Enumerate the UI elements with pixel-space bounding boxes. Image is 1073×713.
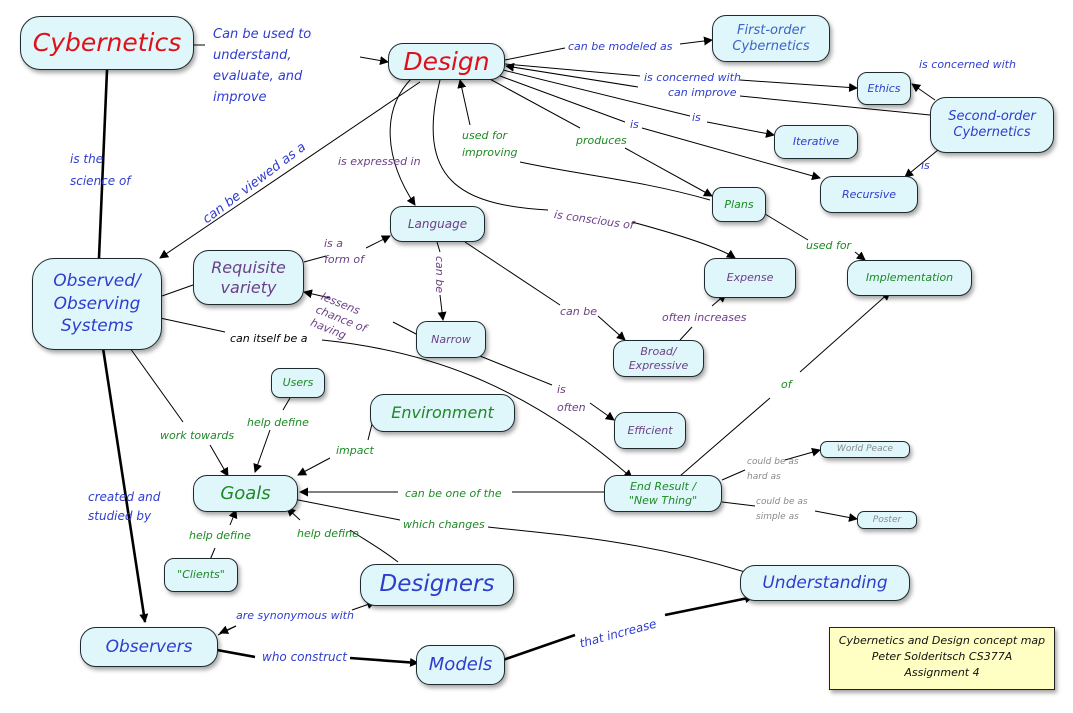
node-efficient[interactable]: Efficient: [614, 412, 686, 449]
link-can-be-used-to: Can be used to understand, evaluate, and…: [213, 27, 312, 106]
node-understanding[interactable]: Understanding: [740, 565, 910, 601]
link-is-recursive: is: [630, 118, 639, 131]
caption-title: Cybernetics and Design concept map: [838, 634, 1046, 647]
link-used-for-improving: used for improving: [462, 129, 518, 160]
node-users[interactable]: Users: [271, 368, 325, 398]
link-is-a-form-of: is a form of: [324, 237, 364, 266]
link-is-often: is often: [557, 383, 586, 414]
link-work-towards: work towards: [160, 429, 235, 442]
link-help-define-users: help define: [247, 416, 309, 429]
node-requisite-variety[interactable]: Requisite variety: [193, 250, 304, 305]
node-second-order-cybernetics[interactable]: Second-order Cybernetics: [930, 97, 1054, 153]
link-used-for: used for: [806, 239, 852, 252]
link-help-define-designers: help define: [297, 527, 359, 540]
link-is-concerned-with-design-ethics: is concerned with: [644, 71, 741, 84]
link-which-changes: which changes: [403, 518, 485, 531]
link-is-iterative: is: [692, 111, 701, 124]
node-observed-observing-systems[interactable]: Observed/ Observing Systems: [32, 258, 162, 350]
link-can-be-narrow: can be: [433, 256, 446, 294]
link-is-concerned-with-second-ethics: is concerned with: [919, 58, 1016, 71]
node-designers[interactable]: Designers: [360, 564, 514, 606]
link-can-be-one-of-the: can be one of the: [405, 487, 502, 500]
node-recursive[interactable]: Recursive: [820, 176, 918, 213]
node-narrow[interactable]: Narrow: [416, 321, 486, 358]
link-help-define-clients: help define: [189, 529, 251, 542]
caption-box: Cybernetics and Design concept map Peter…: [829, 627, 1055, 690]
node-world-peace[interactable]: World Peace: [820, 441, 910, 458]
link-is-expressed-in: is expressed in: [338, 155, 421, 168]
link-is-second-recursive: is: [921, 159, 930, 172]
link-often-increases: often increases: [662, 311, 747, 324]
caption-assignment: Assignment 4: [904, 665, 980, 679]
node-observers[interactable]: Observers: [80, 627, 218, 667]
node-first-order-cybernetics[interactable]: First-order Cybernetics: [712, 15, 830, 62]
node-goals[interactable]: Goals: [193, 475, 298, 512]
node-environment[interactable]: Environment: [370, 394, 515, 432]
node-language[interactable]: Language: [390, 206, 485, 242]
link-could-be-as-hard-as: could be as hard as: [747, 457, 799, 483]
node-design[interactable]: Design: [388, 43, 505, 80]
link-can-itself-be-a: can itself be a: [230, 332, 308, 345]
link-can-improve: can improve: [668, 86, 737, 99]
link-are-synonymous-with: are synonymous with: [236, 609, 354, 622]
node-clients[interactable]: "Clients": [164, 558, 238, 592]
node-poster[interactable]: Poster: [857, 511, 917, 529]
link-who-construct: who construct: [262, 650, 347, 664]
link-of: of: [781, 378, 792, 391]
node-cybernetics[interactable]: Cybernetics: [20, 16, 194, 70]
node-broad-expressive[interactable]: Broad/ Expressive: [613, 340, 704, 377]
link-is-the-science-of: is the science of: [70, 152, 131, 189]
node-plans[interactable]: Plans: [712, 187, 766, 222]
link-impact: impact: [336, 444, 374, 457]
link-produces: produces: [576, 134, 627, 147]
node-models[interactable]: Models: [416, 645, 505, 685]
node-ethics[interactable]: Ethics: [857, 72, 911, 105]
link-can-be-modeled-as: can be modeled as: [568, 40, 673, 53]
node-end-result[interactable]: End Result / "New Thing": [604, 475, 722, 512]
link-can-be-broad: can be: [560, 305, 598, 318]
link-created-and-studied-by: created and studied by: [88, 490, 161, 523]
node-implementation[interactable]: Implementation: [847, 260, 972, 296]
caption-author: Peter Solderitsch CS377A: [871, 649, 1013, 663]
node-iterative[interactable]: Iterative: [774, 125, 858, 159]
link-could-be-as-simple-as: could be as simple as: [756, 497, 808, 523]
node-expense[interactable]: Expense: [704, 258, 796, 298]
